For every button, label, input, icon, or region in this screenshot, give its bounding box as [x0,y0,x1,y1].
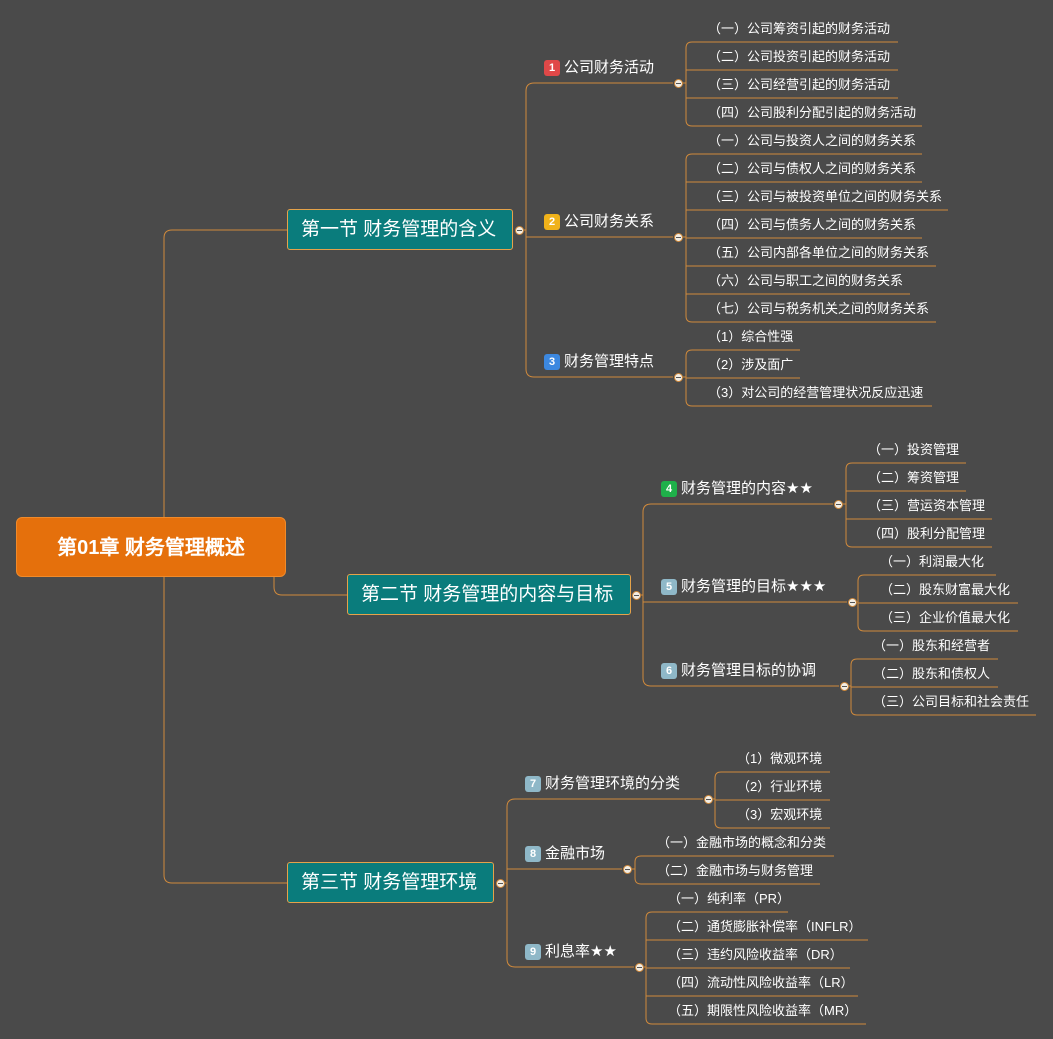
leaf-topic[interactable]: （1）微观环境 [737,751,823,766]
section-2-topic[interactable]: 第二节 财务管理的内容与目标 [347,574,631,615]
collapse-toggle[interactable] [631,590,641,600]
collapse-toggle[interactable] [847,597,857,607]
leaf-topic[interactable]: （二）金融市场与财务管理 [657,863,814,878]
topic-label: 财务管理环境的分类 [545,775,681,792]
leaf-topic[interactable]: （四）公司股利分配引起的财务活动 [708,105,917,120]
leaf-topic[interactable]: （一）股东和经营者 [873,638,991,653]
topic-label: 金融市场 [545,845,606,862]
number-badge: 6 [661,663,677,679]
number-badge: 9 [525,944,541,960]
collapse-toggle[interactable] [634,962,644,972]
leaf-topic[interactable]: （二）筹资管理 [868,470,960,485]
leaf-topic[interactable]: （二）股东财富最大化 [880,582,1011,597]
leaf-topic[interactable]: （三）公司与被投资单位之间的财务关系 [708,189,943,204]
collapse-toggle[interactable] [673,78,683,88]
collapse-toggle[interactable] [833,499,843,509]
leaf-topic[interactable]: （3）宏观环境 [737,807,823,822]
number-badge: 5 [661,579,677,595]
leaf-topic[interactable]: （二）公司与债权人之间的财务关系 [708,161,917,176]
leaf-topic[interactable]: （六）公司与职工之间的财务关系 [708,273,904,288]
leaf-topic[interactable]: （二）公司投资引起的财务活动 [708,49,891,64]
leaf-topic[interactable]: （三）企业价值最大化 [880,610,1011,625]
leaf-topic[interactable]: （五）公司内部各单位之间的财务关系 [708,245,930,260]
leaf-topic[interactable]: （四）流动性风险收益率（LR） [668,975,854,990]
section-1-topic[interactable]: 第一节 财务管理的含义 [287,209,513,250]
collapse-toggle[interactable] [839,681,849,691]
leaf-topic[interactable]: （三）营运资本管理 [868,498,986,513]
collapse-toggle[interactable] [622,864,632,874]
topic-label: 财务管理特点 [564,353,655,370]
section-3-topic[interactable]: 第三节 财务管理环境 [287,862,494,903]
number-badge: 3 [544,354,560,370]
collapse-toggle[interactable] [495,878,505,888]
topic-label: 利息率★★ [545,943,617,960]
leaf-topic[interactable]: （七）公司与税务机关之间的财务关系 [708,301,930,316]
leaf-topic[interactable]: （四）公司与债务人之间的财务关系 [708,217,917,232]
leaf-topic[interactable]: （二）股东和债权人 [873,666,991,681]
collapse-toggle[interactable] [703,794,713,804]
leaf-topic[interactable]: （四）股利分配管理 [868,526,986,541]
leaf-topic[interactable]: （一）纯利率（PR） [668,891,791,906]
number-badge: 8 [525,846,541,862]
leaf-topic[interactable]: （2）涉及面广 [708,357,794,372]
leaf-topic[interactable]: （一）投资管理 [868,442,960,457]
number-badge: 2 [544,214,560,230]
topic-label: 公司财务关系 [564,213,655,230]
topic-label: 财务管理的目标★★★ [681,578,827,595]
topic-label: 财务管理目标的协调 [681,662,817,679]
leaf-topic[interactable]: （一）金融市场的概念和分类 [657,835,827,850]
leaf-topic[interactable]: （五）期限性风险收益率（MR） [668,1003,858,1018]
leaf-topic[interactable]: （三）违约风险收益率（DR） [668,947,843,962]
number-badge: 7 [525,776,541,792]
leaf-topic[interactable]: （2）行业环境 [737,779,823,794]
root-topic[interactable]: 第01章 财务管理概述 [16,517,286,577]
collapse-toggle[interactable] [673,232,683,242]
leaf-topic[interactable]: （3）对公司的经营管理状况反应迅速 [708,385,924,400]
leaf-topic[interactable]: （一）公司与投资人之间的财务关系 [708,133,917,148]
number-badge: 1 [544,60,560,76]
number-badge: 4 [661,481,677,497]
leaf-topic[interactable]: （一）公司筹资引起的财务活动 [708,21,891,36]
collapse-toggle[interactable] [514,225,524,235]
leaf-topic[interactable]: （三）公司目标和社会责任 [873,694,1030,709]
leaf-topic[interactable]: （一）利润最大化 [880,554,985,569]
leaf-topic[interactable]: （1）综合性强 [708,329,794,344]
topic-label: 财务管理的内容★★ [681,480,813,497]
leaf-topic[interactable]: （三）公司经营引起的财务活动 [708,77,891,92]
leaf-topic[interactable]: （二）通货膨胀补偿率（INFLR） [668,919,862,934]
topic-label: 公司财务活动 [564,59,655,76]
collapse-toggle[interactable] [673,372,683,382]
